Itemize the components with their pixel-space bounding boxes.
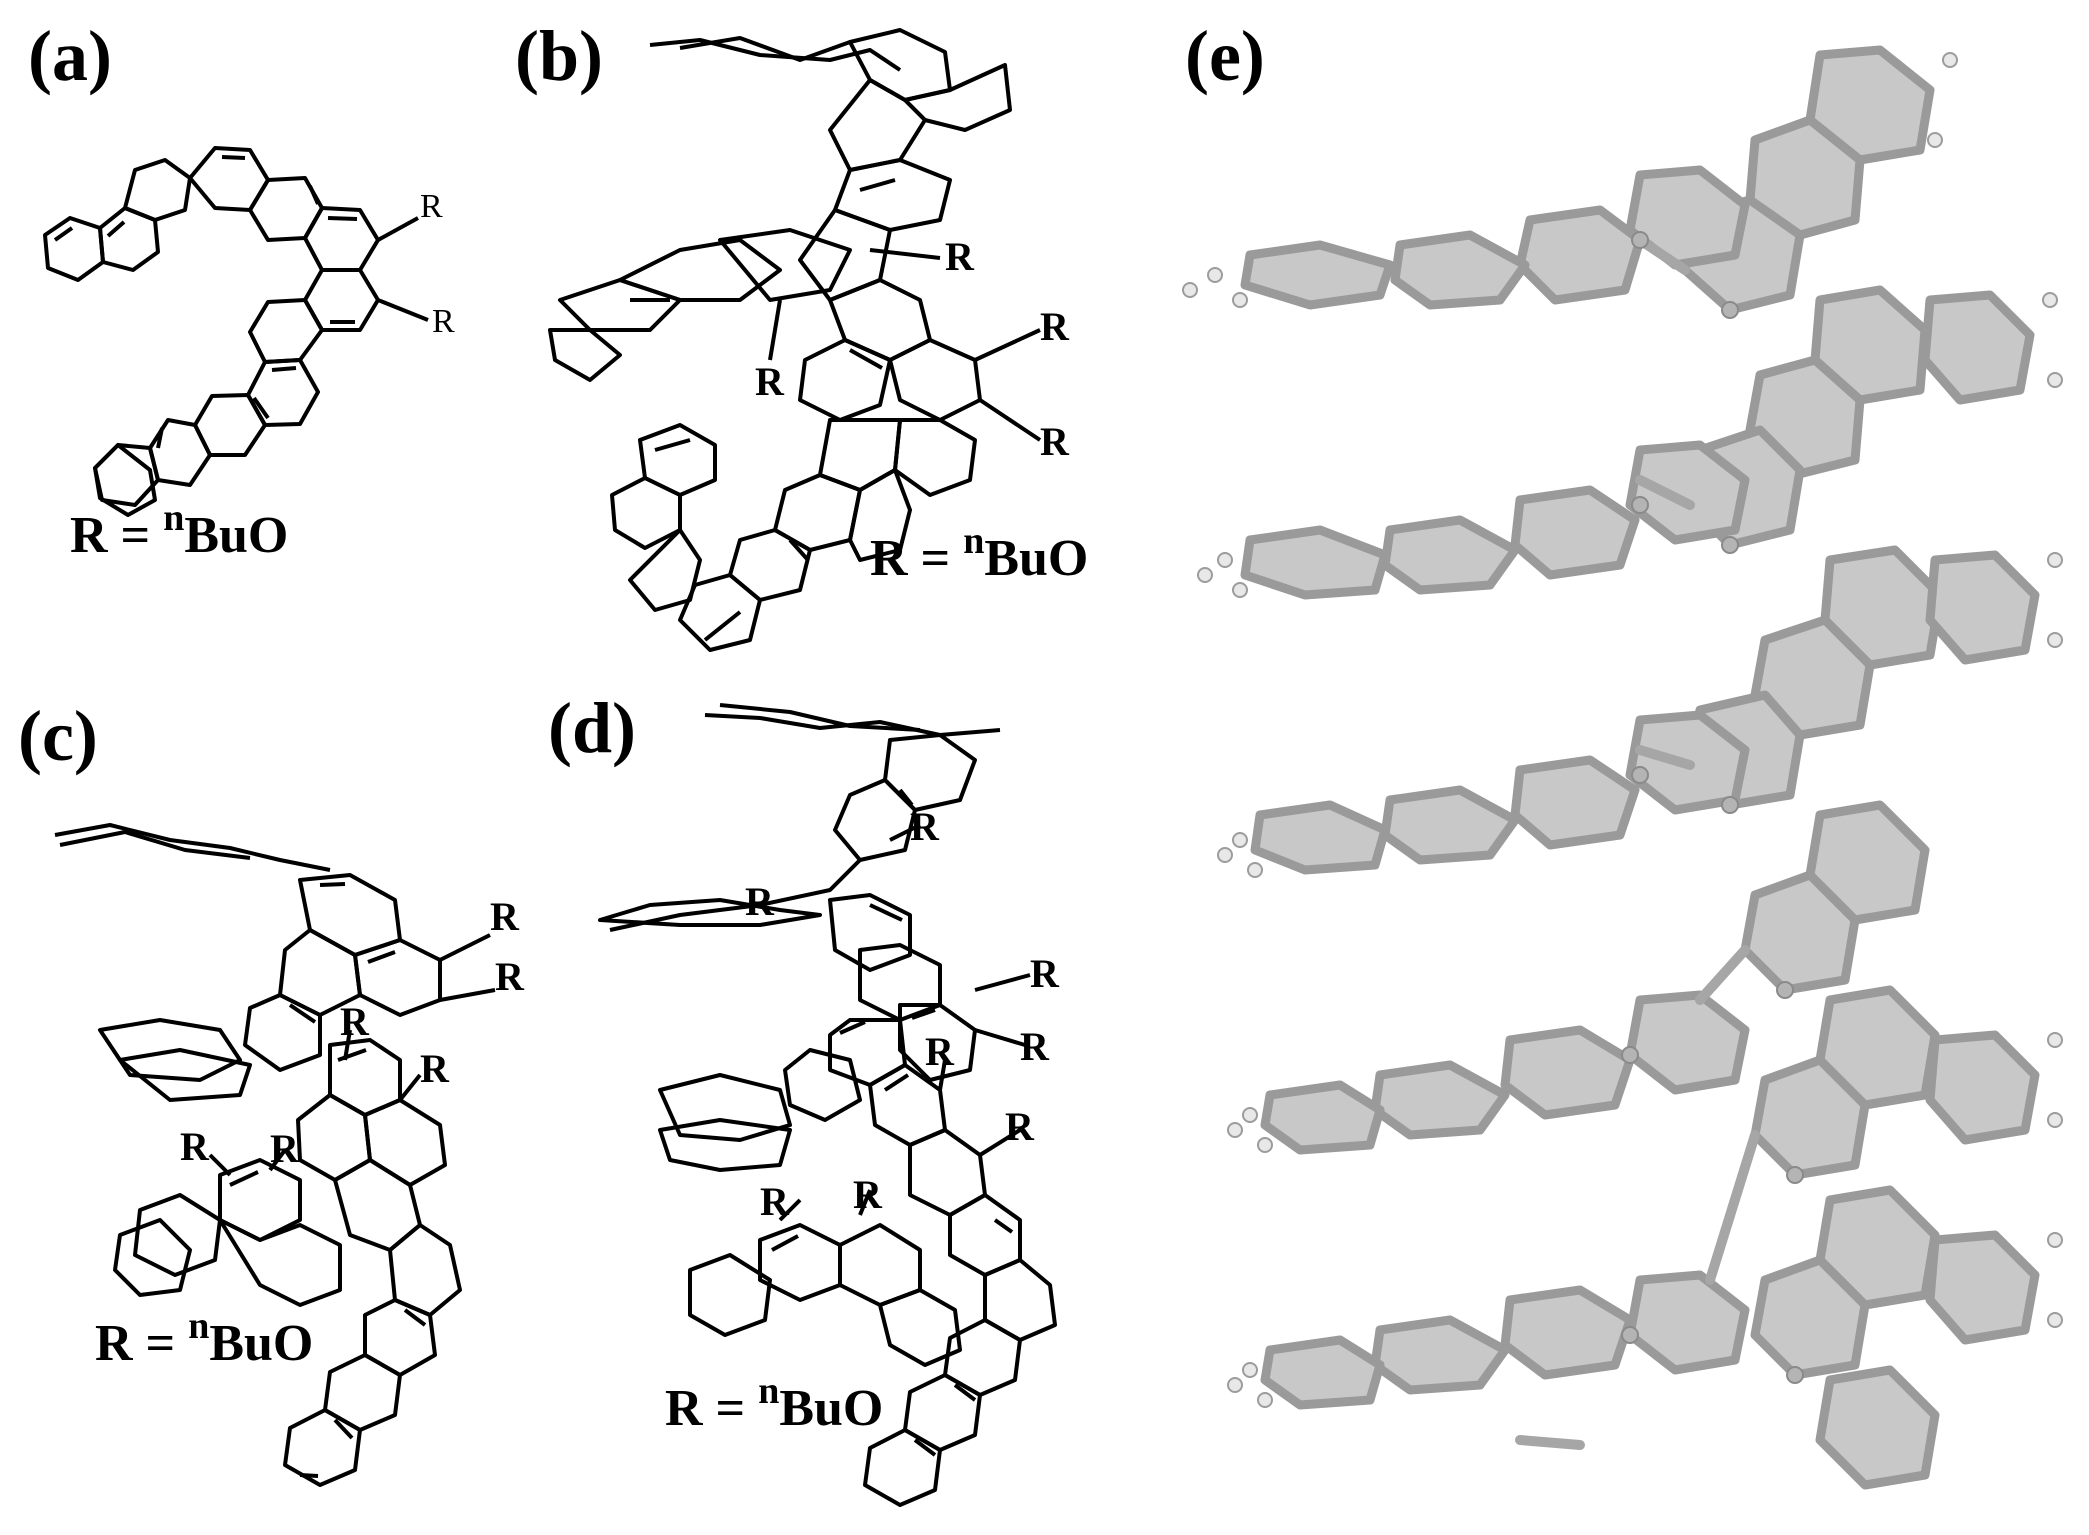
panel-d-r-label: R: [1005, 1104, 1035, 1149]
panel-a-structure: [43, 146, 429, 517]
panel-a: (a) R R R: [28, 16, 455, 564]
panel-d-r-label: R: [853, 1172, 883, 1217]
panel-c-r-label: R: [180, 1124, 210, 1169]
panel-c-r-label: R: [340, 999, 370, 1044]
panel-b-r-label: R: [945, 234, 975, 279]
panel-d-r-label: R: [925, 1029, 955, 1074]
panel-e-3d-model: [1182, 45, 2063, 1490]
panel-d-r-label: R: [745, 879, 775, 924]
panel-c-r-label: R: [270, 1126, 300, 1171]
panel-b-r-label: R: [1040, 419, 1070, 464]
panel-d-formula: R = nBuO: [665, 1370, 883, 1437]
panel-d-r-label: R: [760, 1179, 790, 1224]
panel-a-formula: R = nBuO: [70, 497, 288, 564]
panel-d-r-label: R: [1030, 951, 1060, 996]
panel-a-label: (a): [28, 16, 112, 96]
panel-e-label: (e): [1185, 16, 1265, 96]
panel-c: (c): [18, 696, 525, 1487]
panel-c-structure: [54, 823, 496, 1487]
panel-c-formula: R = nBuO: [95, 1305, 313, 1372]
panel-e: (e): [1182, 16, 2063, 1490]
panel-d: (d): [548, 688, 1060, 1507]
panel-c-r-label: R: [420, 1046, 450, 1091]
panel-b: (b): [515, 16, 1088, 652]
panel-b-r-label: R: [1040, 304, 1070, 349]
panel-d-label: (d): [548, 688, 636, 768]
panel-a-r-label: R: [420, 188, 443, 225]
panel-b-r-label: R: [755, 359, 785, 404]
panel-b-structure: [548, 28, 1042, 652]
panel-a-r-label: R: [432, 303, 455, 340]
panel-c-label: (c): [18, 696, 98, 776]
panel-b-label: (b): [515, 16, 603, 96]
panel-c-r-label: R: [490, 894, 520, 939]
panel-d-r-label: R: [1020, 1024, 1050, 1069]
panel-c-r-label: R: [495, 954, 525, 999]
panel-d-r-label: R: [910, 804, 940, 849]
panel-d-structure: [598, 703, 1057, 1507]
panel-b-formula: R = nBuO: [870, 520, 1088, 587]
